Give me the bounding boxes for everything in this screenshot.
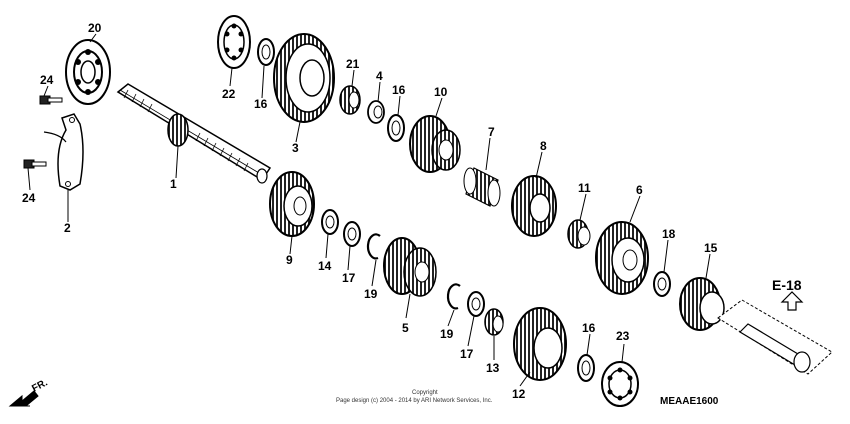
callout-8[interactable]: 8: [540, 139, 547, 153]
callout-3[interactable]: 3: [292, 141, 299, 155]
part-6-gear[interactable]: [595, 221, 649, 295]
callout-14[interactable]: 14: [318, 259, 332, 273]
callout-6[interactable]: 6: [636, 183, 643, 197]
part-17-washer-b[interactable]: [467, 291, 485, 317]
callout-1[interactable]: 1: [170, 177, 177, 191]
part-11-bushing[interactable]: [567, 219, 591, 249]
callout-10[interactable]: 10: [434, 85, 448, 99]
callout-19b[interactable]: 19: [440, 327, 454, 341]
part-21-needle-bearing[interactable]: [339, 85, 361, 115]
callout-7[interactable]: 7: [488, 125, 495, 139]
part-16-washer-a[interactable]: [257, 38, 275, 66]
callout-17b[interactable]: 17: [460, 347, 474, 361]
part-24-bolt-lower[interactable]: [23, 159, 47, 169]
part-16-washer-c[interactable]: [577, 354, 595, 382]
part-8-gear[interactable]: [511, 175, 557, 237]
callout-5[interactable]: 5: [402, 321, 409, 335]
front-direction-label: FR.: [30, 377, 50, 394]
part-7-needle-bearing[interactable]: [463, 167, 501, 207]
callout-16c[interactable]: 16: [582, 321, 596, 335]
part-10-gear[interactable]: [409, 115, 461, 173]
callout-2[interactable]: 2: [64, 221, 71, 235]
e18-reference-box[interactable]: [717, 299, 833, 375]
callout-20[interactable]: 20: [88, 21, 102, 35]
part-9-gear[interactable]: [269, 171, 315, 237]
callout-9[interactable]: 9: [286, 253, 293, 267]
part-20-bearing[interactable]: [65, 39, 111, 105]
part-3-gear[interactable]: [273, 33, 335, 123]
leader-lines: [27, 33, 711, 387]
part-15-gear[interactable]: [679, 277, 725, 331]
callout-17a[interactable]: 17: [342, 271, 356, 285]
part-17-washer-a[interactable]: [343, 221, 361, 247]
part-24-bolt-upper[interactable]: [39, 95, 63, 105]
part-4-bushing[interactable]: [367, 100, 385, 124]
part-19-circlip-a[interactable]: [366, 233, 381, 260]
section-reference-label[interactable]: E-18: [772, 277, 802, 293]
callout-labels: 1 2 3 4 5 6 7 8 9 10 11 12 13 14 15 16 1…: [22, 21, 802, 407]
part-14-washer[interactable]: [321, 209, 339, 235]
part-16-washer-b[interactable]: [387, 114, 405, 142]
callout-23[interactable]: 23: [616, 329, 630, 343]
callout-24b[interactable]: 24: [22, 191, 36, 205]
part-12-gear[interactable]: [513, 307, 567, 381]
part-2-stopper-plate[interactable]: [43, 113, 84, 191]
callout-19a[interactable]: 19: [364, 287, 378, 301]
copyright-line-2: Page design (c) 2004 - 2014 by ARI Netwo…: [336, 398, 493, 404]
callout-15[interactable]: 15: [704, 241, 718, 255]
callout-21[interactable]: 21: [346, 57, 360, 71]
copyright-line-1: Copyright: [412, 390, 438, 396]
part-23-bearing[interactable]: [601, 361, 639, 407]
part-22-bearing[interactable]: [217, 15, 251, 69]
part-1-mainshaft[interactable]: [116, 83, 272, 184]
callout-18[interactable]: 18: [662, 227, 676, 241]
callout-16a[interactable]: 16: [254, 97, 268, 111]
callout-22[interactable]: 22: [222, 87, 236, 101]
callout-24a[interactable]: 24: [40, 73, 54, 87]
callout-16b[interactable]: 16: [392, 83, 406, 97]
part-18-washer[interactable]: [653, 271, 671, 297]
callout-11[interactable]: 11: [578, 181, 591, 195]
part-13-bushing[interactable]: [484, 308, 504, 336]
part-19-circlip-b[interactable]: [446, 283, 461, 310]
e18-up-arrow-icon: [780, 291, 804, 311]
callout-12[interactable]: 12: [512, 387, 526, 401]
callout-13[interactable]: 13: [486, 361, 500, 375]
front-direction-arrow-icon: [8, 390, 39, 407]
diagram-code: MEAAE1600: [660, 396, 719, 407]
part-5-gear[interactable]: [383, 237, 437, 297]
callout-4[interactable]: 4: [376, 69, 383, 83]
